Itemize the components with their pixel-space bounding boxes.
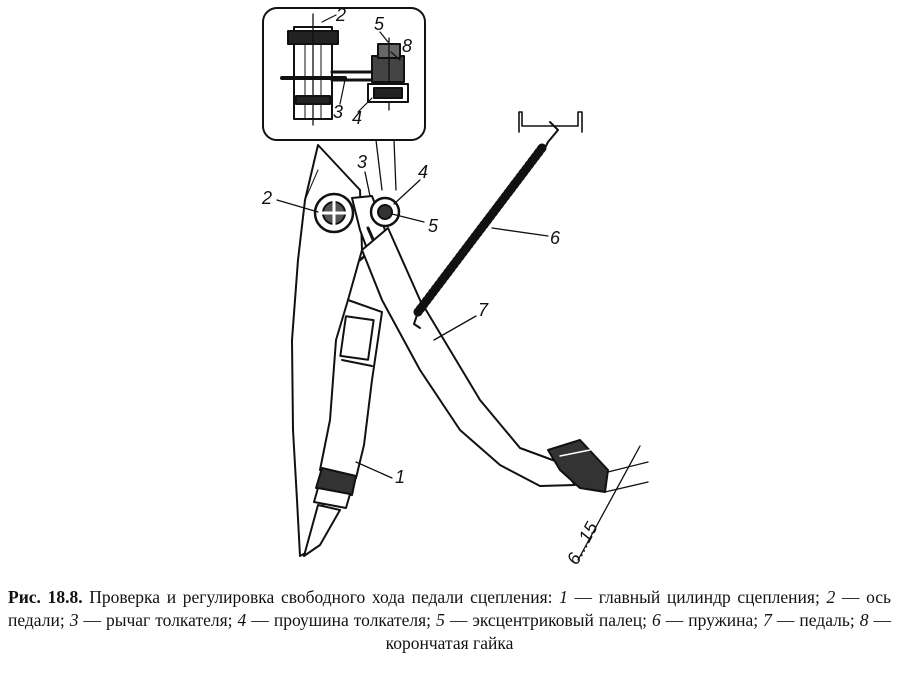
master-cylinder <box>303 238 386 557</box>
caption-item-text: — проушина толкателя; <box>246 610 437 630</box>
return-spring <box>413 111 583 329</box>
label-2: 2 <box>261 188 272 208</box>
label-6: 6 <box>550 228 561 248</box>
dimension-label: 6...15 <box>563 518 602 568</box>
pedal-axle <box>313 192 355 234</box>
caption-item-num: 4 <box>237 610 247 630</box>
caption-item-num: 6 <box>651 610 661 630</box>
eccentric-pin <box>369 196 401 228</box>
caption-item-num: 8 <box>859 610 869 630</box>
caption-item-text: — главный цилиндр сцепления; <box>567 587 827 607</box>
caption-item-text: — корончатая гайка <box>385 610 891 653</box>
clutch-pedal <box>361 227 609 493</box>
inset-frame <box>262 7 426 141</box>
label-leaders <box>276 171 549 479</box>
inset-label-5: 5 <box>374 14 385 34</box>
inset-crown-nut <box>367 37 409 111</box>
inset-label-3: 3 <box>333 102 343 122</box>
caption-item-num: 3 <box>69 610 79 630</box>
label-7: 7 <box>478 300 489 320</box>
caption-item-num: 1 <box>559 587 568 607</box>
inset-detail <box>262 7 426 141</box>
inset-connector-lines <box>375 139 397 191</box>
inset-label-4: 4 <box>352 108 362 128</box>
inset-label-2: 2 <box>335 5 346 25</box>
label-5: 5 <box>428 216 439 236</box>
caption-item-text: — педаль; <box>771 610 860 630</box>
caption-item-num: 2 <box>826 587 836 607</box>
caption-item-num: 5 <box>436 610 445 630</box>
label-4: 4 <box>418 162 428 182</box>
caption-item-text: — ось педали; <box>8 587 892 630</box>
caption-item-text: — рычаг толкателя; <box>78 610 238 630</box>
inset-label-8: 8 <box>402 36 412 56</box>
inset-shaft <box>280 13 347 126</box>
clutch-pedal-diagram: 2 5 8 3 4 2 3 4 5 6 7 1 6...15 <box>261 5 649 568</box>
label-1: 1 <box>395 467 405 487</box>
caption-item-num: 7 <box>763 610 772 630</box>
caption-item-text: — эксцентриковый палец; <box>444 610 652 630</box>
figure-caption: Рис. 18.8. Проверка и регулировка свобод… <box>8 586 891 655</box>
caption-intro: Проверка и регулировка свободного хода п… <box>82 587 560 607</box>
caption-item-text: — пружина; <box>660 610 764 630</box>
free-travel-dimension <box>577 445 649 561</box>
label-3: 3 <box>357 152 367 172</box>
inset-lever <box>330 70 378 82</box>
caption-lead: Рис. 18.8. <box>8 587 83 607</box>
